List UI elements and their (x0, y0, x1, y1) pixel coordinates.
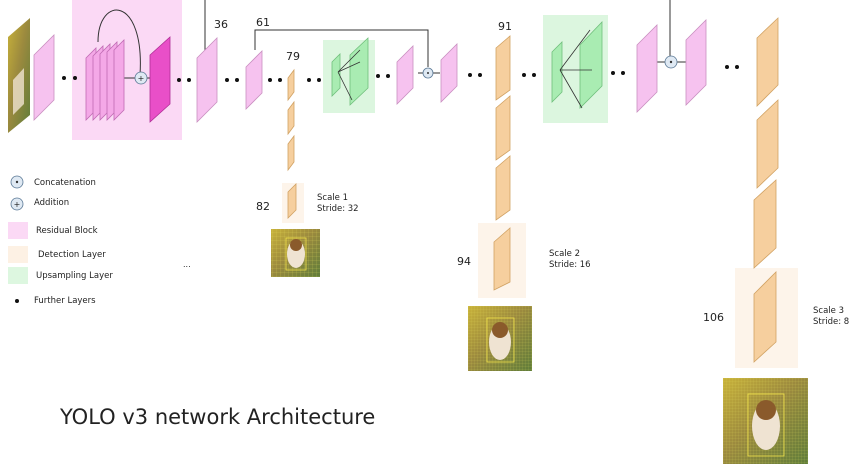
scale-1-label: Scale 1 (317, 193, 348, 203)
detection-swatch (8, 246, 28, 263)
layer-number-79: 79 (286, 50, 300, 63)
addition-icon: + (10, 197, 24, 211)
dot-icon (15, 299, 19, 303)
layer-number-94: 94 (457, 255, 471, 268)
residual-swatch (8, 222, 28, 239)
ellipsis-mark: ... (183, 260, 191, 269)
layer-number-106: 106 (703, 311, 724, 324)
scale-3-stride: Stride: 8 (813, 317, 849, 327)
residual-stack (85, 39, 125, 121)
residual-output-layer (149, 36, 171, 123)
legend: Concatenation + Addition Residual Block … (8, 175, 113, 306)
legend-residual-block: Residual Block (36, 226, 98, 236)
conv-layers-pink (33, 19, 707, 123)
concat-node-2 (664, 55, 678, 69)
legend-addition: Addition (34, 198, 69, 208)
scale-3-label: Scale 3 (813, 306, 844, 316)
output-image-scale-1 (271, 229, 320, 277)
addition-node: + (134, 71, 148, 85)
upsampling-layers (331, 21, 603, 109)
output-image-scale-2 (468, 306, 532, 371)
layer-number-82: 82 (256, 200, 270, 213)
legend-upsampling-layer: Upsampling Layer (36, 271, 113, 281)
output-image-scale-3 (723, 378, 808, 464)
skip-connections (97, 0, 688, 79)
layer-number-91: 91 (498, 20, 512, 33)
diagram-title: YOLO v3 network Architecture (60, 405, 376, 429)
input-image-dog (13, 68, 24, 115)
detection-layers (287, 17, 779, 363)
legend-concatenation: Concatenation (34, 178, 96, 188)
upsampling-lines (337, 29, 592, 109)
concat-icon (10, 175, 24, 189)
upsampling-swatch (8, 267, 28, 284)
svg-text:+: + (138, 74, 145, 83)
scale-2-label: Scale 2 (549, 249, 580, 259)
layer-number-36: 36 (214, 18, 228, 31)
further-layer-dots (62, 65, 739, 82)
concat-node-1 (422, 67, 434, 79)
legend-detection-layer: Detection Layer (38, 250, 106, 260)
scale-2-stride: Stride: 16 (549, 260, 591, 270)
layer-number-61: 61 (256, 16, 270, 29)
legend-further-layers: Further Layers (34, 296, 96, 306)
scale-1-stride: Stride: 32 (317, 204, 359, 214)
svg-text:+: + (14, 200, 21, 209)
